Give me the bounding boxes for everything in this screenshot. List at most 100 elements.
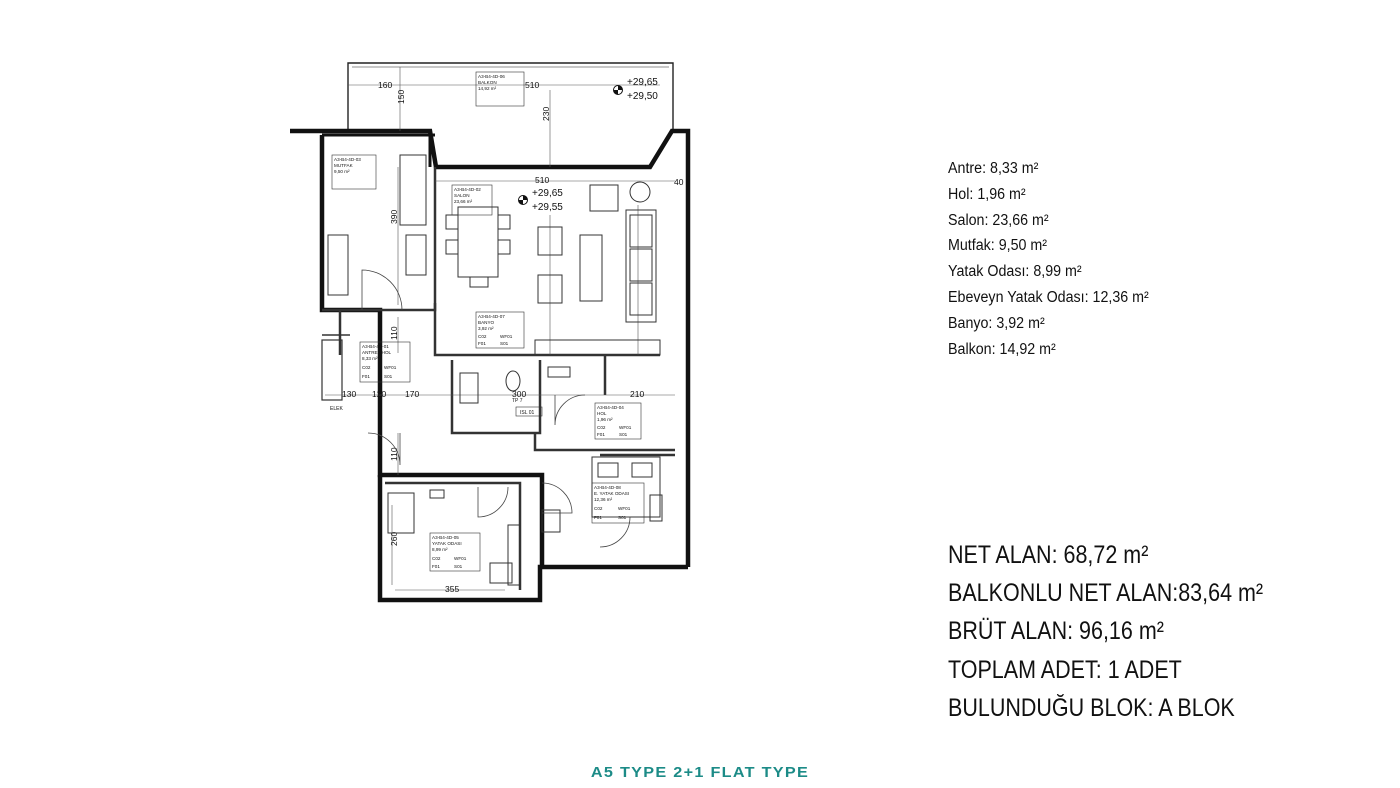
dim-300: 300: [512, 389, 526, 399]
room-area-item: Yatak Odası: 8,99 m²: [948, 263, 1082, 281]
misc-label: ELEK: [330, 406, 343, 412]
dim-510: 510: [525, 80, 539, 90]
living-elevation-bottom: +29,55: [532, 202, 563, 213]
room-tag-area: 8,99 m²: [432, 547, 448, 552]
room-tag-name: BALKON: [478, 80, 497, 85]
room-area-list: Antre: 8,33 m² Hol: 1,96 m² Salon: 23,66…: [948, 156, 1149, 362]
dim-230: 230: [541, 107, 551, 121]
elevation-marks: +29,65 +29,50 +29,65 +29,55: [518, 77, 658, 213]
gross-area: BRÜT ALAN: 96,16 m²: [948, 617, 1164, 646]
room-tag-code: A3-B4-4D-05: [432, 535, 459, 540]
room-tag-code: A3-B4-4D-04: [597, 405, 624, 410]
inner-walls: [321, 167, 675, 590]
room-tag-area: 14,92 m²: [478, 86, 497, 91]
room-tag-field: WF01: [384, 365, 397, 370]
room-tag-name: SALON: [454, 193, 470, 198]
room-tag-master-bedroom: A3-B4-4D-08 E. YATAK ODASI 12,36 m² C02 …: [591, 482, 645, 524]
dim-130: 130: [342, 389, 356, 399]
room-tag-field: C02: [594, 506, 603, 511]
room-tag-field: C02: [432, 556, 441, 561]
room-tag-living: A3-B4-4D-02 SALON 23,66 m²: [451, 184, 493, 216]
room-tag-field: F01: [597, 432, 605, 437]
room-tags: A3-B4-4D-06 BALKON 14,92 m² A3-B4-4D-03 …: [331, 71, 645, 572]
room-tag-code: A3-B4-4D-07: [478, 314, 505, 319]
room-tag-name: YATAK ODASI: [432, 541, 462, 546]
room-tag-area: 9,50 m²: [334, 169, 350, 174]
room-tag-field: C02: [597, 425, 606, 430]
dim-170: 170: [405, 389, 419, 399]
room-tag-field: C02: [478, 334, 487, 339]
room-tag-area: 12,36 m²: [594, 497, 613, 502]
dim-110: 110: [389, 326, 399, 340]
room-tag-name: BANYO: [478, 320, 495, 325]
room-tag-field: S01: [500, 341, 509, 346]
room-tag-code: A3-B4-4D-02: [454, 187, 481, 192]
room-tag-field: S01: [618, 515, 627, 520]
room-tag-field: F01: [594, 515, 602, 520]
room-tag-bedroom: A3-B4-4D-05 YATAK ODASI 8,99 m² C02 WF01…: [429, 532, 481, 572]
dim-210: 210: [630, 389, 644, 399]
room-tag-field: S01: [384, 374, 393, 379]
room-tag-code: A3-B4-4D-01: [362, 344, 389, 349]
room-tag-field: F01: [432, 564, 440, 569]
furniture: [327, 154, 663, 586]
floor-plan: 160 150 510 230 510 390 110 120 170 300 …: [290, 62, 691, 603]
room-tag-area: 8,33 m²: [362, 356, 378, 361]
room-tag-area: 3,92 m²: [478, 326, 494, 331]
room-tag-name: HOL: [597, 411, 607, 416]
dim-40: 40: [674, 177, 684, 187]
net-area-with-balcony: BALKONLU NET ALAN:83,64 m²: [948, 579, 1264, 608]
living-elevation-top: +29,65: [532, 188, 563, 199]
room-tag-field: WF01: [618, 506, 631, 511]
plan-misc-labels: TP 7 ISL 01 ELEK: [330, 398, 543, 417]
flat-type-title: A5 TYPE 2+1 FLAT TYPE: [590, 764, 810, 781]
room-tag-field: C02: [362, 365, 371, 370]
room-tag-field: F01: [362, 374, 370, 379]
net-area: NET ALAN: 68,72 m²: [948, 541, 1149, 569]
room-tag-area: 23,66 m²: [454, 199, 473, 204]
dimension-labels: 160 150 510 230 510 390 110 120 170 300 …: [342, 80, 684, 594]
room-tag-name: MUTFAK: [334, 163, 354, 168]
room-tag-field: WF01: [500, 334, 513, 339]
dimension-lines: [325, 67, 675, 591]
room-tag-name: ANTRE - HOL: [362, 350, 392, 355]
outer-walls: [290, 128, 691, 603]
block-location: BULUNDUĞU BLOK: A BLOK: [948, 693, 1235, 722]
room-area-item: Salon: 23,66 m²: [948, 211, 1049, 229]
room-tag-field: S01: [454, 564, 463, 569]
dim-510-inner: 510: [535, 175, 549, 185]
room-tag-balcony: A3-B4-4D-06 BALKON 14,92 m²: [475, 71, 525, 107]
room-tag-field: F01: [478, 341, 486, 346]
room-area-item: Banyo: 3,92 m²: [948, 314, 1045, 332]
room-area-item: Antre: 8,33 m²: [948, 160, 1039, 177]
dim-355: 355: [445, 584, 459, 594]
dim-150: 150: [396, 90, 406, 104]
total-units: TOPLAM ADET: 1 ADET: [948, 655, 1182, 684]
room-tag-field: S01: [619, 432, 628, 437]
tp-label: TP 7: [512, 398, 523, 404]
area-summary: NET ALAN: 68,72 m² BALKONLU NET ALAN:83,…: [948, 536, 1263, 727]
room-tag-bathroom: A3-B4-4D-07 BANYO 3,92 m² C02 WF01 F01 S…: [475, 311, 525, 349]
room-tag-code: A3-B4-4D-08: [594, 485, 621, 490]
room-tag-hall: A3-B4-4D-04 HOL 1,96 m² C02 WF01 F01 S01: [594, 402, 642, 440]
dim-160: 160: [378, 80, 392, 90]
room-tag-code: A3-B4-4D-06: [478, 74, 505, 79]
room-area-item: Mutfak: 9,50 m²: [948, 237, 1048, 255]
room-area-item: Hol: 1,96 m²: [948, 185, 1026, 203]
dim-260: 260: [389, 532, 399, 546]
balcony-elevation-top: +29,65: [627, 77, 658, 88]
dim-120: 120: [372, 389, 386, 399]
balcony-elevation-bottom: +29,50: [627, 91, 658, 102]
equipment-label: ISL 01: [520, 410, 534, 416]
dim-110-lower: 110: [389, 447, 399, 461]
room-tag-code: A3-B4-4D-03: [334, 157, 361, 162]
room-tag-field: WF01: [454, 556, 467, 561]
room-tag-name: E. YATAK ODASI: [594, 491, 629, 496]
balcony-railing: [347, 62, 674, 131]
room-tag-entrance: A3-B4-4D-01 ANTRE - HOL 8,33 m² C02 WF01…: [359, 341, 411, 383]
dim-390: 390: [389, 210, 399, 224]
room-tag-field: WF01: [619, 425, 632, 430]
room-tag-area: 1,96 m²: [597, 417, 613, 422]
room-area-item: Balkon: 14,92 m²: [948, 340, 1056, 358]
room-area-item: Ebeveyn Yatak Odası: 12,36 m²: [948, 288, 1149, 306]
